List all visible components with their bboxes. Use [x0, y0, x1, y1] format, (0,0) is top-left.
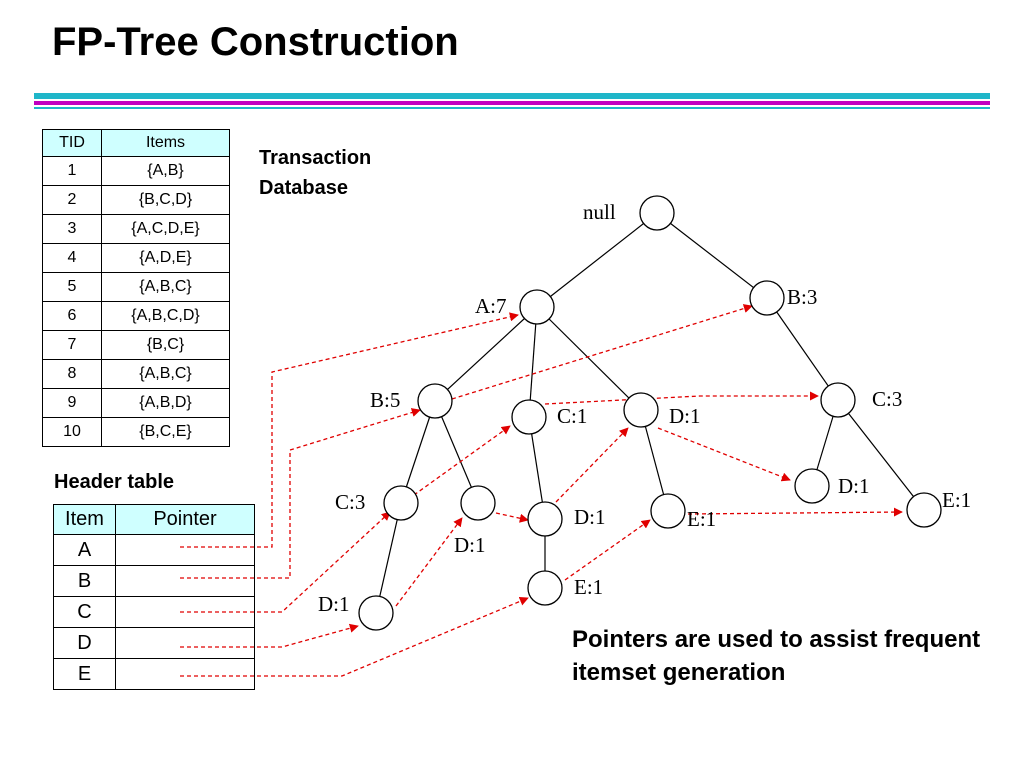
tid-header: TID	[42, 129, 102, 157]
table-row: 7{B,C}	[42, 330, 230, 360]
tree-node-d1b	[460, 485, 496, 521]
table-row: 3{A,C,D,E}	[42, 214, 230, 244]
pointer-cell	[115, 658, 255, 690]
node-label-c3l: C:3	[335, 490, 365, 514]
tree-node-a7	[519, 289, 555, 325]
tree-edge	[434, 400, 479, 504]
items-cell: {A,B,D}	[101, 388, 230, 418]
tree-node-c3l	[383, 485, 419, 521]
tree-node-b5	[417, 383, 453, 419]
items-cell: {B,C,D}	[101, 185, 230, 215]
pointer-d1-d1	[395, 517, 463, 607]
tid-cell: 6	[42, 301, 102, 331]
pointer-header-d	[180, 623, 359, 648]
items-cell: {A,B}	[101, 156, 230, 186]
tid-cell: 4	[42, 243, 102, 273]
pointer-c3-c1	[413, 425, 511, 496]
tree-edge	[536, 306, 642, 411]
table-row: 10{B,C,E}	[42, 417, 230, 447]
node-label-e1b: E:1	[574, 575, 603, 599]
pointer-d1-d1c	[555, 427, 629, 503]
tree-node-null	[639, 195, 675, 231]
table-row: 6{A,B,C,D}	[42, 301, 230, 331]
items-header: Items	[101, 129, 230, 157]
items-cell: {B,C}	[101, 330, 230, 360]
node-label-d1e: D:1	[318, 592, 350, 616]
tree-edge	[400, 400, 436, 504]
tid-cell: 3	[42, 214, 102, 244]
node-label-e1r: E:1	[942, 488, 971, 512]
table-row: 8{A,B,C}	[42, 359, 230, 389]
item-cell: D	[53, 627, 116, 659]
table-row: 2{B,C,D}	[42, 185, 230, 215]
tree-node-d1c	[527, 501, 563, 537]
tree-edge	[434, 306, 538, 402]
pointer-header-b	[180, 408, 421, 579]
pointer-links	[180, 304, 903, 677]
table-row: A	[53, 534, 255, 566]
transaction-label-line1: Transaction	[259, 147, 372, 169]
node-label-b3: B:3	[787, 285, 817, 309]
node-label-e1a: E:1	[687, 507, 716, 531]
item-cell: E	[53, 658, 116, 690]
items-cell: {A,B,C,D}	[101, 301, 230, 331]
tree-edge	[375, 502, 402, 614]
node-label-a7: A:7	[475, 294, 507, 318]
tree-node-e1a	[650, 493, 686, 529]
title-underline-cyan-thin	[34, 107, 990, 109]
items-cell: {B,C,E}	[101, 417, 230, 447]
table-row: 4{A,D,E}	[42, 243, 230, 273]
pointer-header-c	[180, 511, 391, 613]
tree-node-b3	[749, 280, 785, 316]
tree-edge	[536, 212, 658, 308]
transaction-label-line2: Database	[259, 177, 348, 199]
tree-node-d1e	[358, 595, 394, 631]
node-label-d1d: D:1	[838, 474, 870, 498]
tree-node-e1r	[906, 492, 942, 528]
items-cell: {A,B,C}	[101, 359, 230, 389]
tree-edge	[837, 399, 925, 511]
tree-node-c3r	[820, 382, 856, 418]
tree-edge	[766, 297, 839, 401]
items-cell: {A,C,D,E}	[101, 214, 230, 244]
tree-node-e1b	[527, 570, 563, 606]
node-label-null: null	[583, 200, 616, 224]
slide-title: FP-Tree Construction	[52, 20, 459, 64]
node-label-b5: B:5	[370, 388, 400, 412]
pointer-header-a	[180, 312, 519, 548]
pointer-b5-b3	[451, 304, 753, 400]
pointer-e1-e1	[564, 519, 651, 581]
pointer-e1-e1r	[687, 507, 903, 517]
tree-edge	[528, 306, 538, 418]
transaction-table: TID Items 1{A,B} 2{B,C,D} 3{A,C,D,E} 4{A…	[42, 129, 230, 447]
header-table-label: Header table	[54, 471, 175, 493]
tree-node-c1	[511, 399, 547, 435]
tid-cell: 10	[42, 417, 102, 447]
tree-node-d1a	[623, 392, 659, 428]
table-row: E	[53, 658, 255, 690]
tree-edge	[656, 212, 768, 299]
table-row: 9{A,B,D}	[42, 388, 230, 418]
pointer-d1-d1b	[495, 512, 529, 523]
node-label-c3r: C:3	[872, 387, 902, 411]
node-label-c1: C:1	[557, 404, 587, 428]
node-label-d1c: D:1	[574, 505, 606, 529]
title-underline-magenta	[34, 101, 990, 105]
node-label-d1b: D:1	[454, 533, 486, 557]
title-underline-cyan	[34, 93, 990, 99]
pointers-note: Pointers are used to assist frequent ite…	[572, 626, 981, 686]
tree-node-d1d	[794, 468, 830, 504]
item-cell: B	[53, 565, 116, 597]
table-row: B	[53, 565, 255, 597]
pointer-d1-d1d	[657, 427, 791, 482]
transaction-database-label: Transaction Database	[259, 143, 371, 203]
pointer-c1-c3	[544, 391, 819, 405]
header-table: Item Pointer A B C D E	[53, 504, 255, 690]
node-label-d1a: D:1	[669, 404, 701, 428]
pointer-header-e	[180, 596, 529, 677]
